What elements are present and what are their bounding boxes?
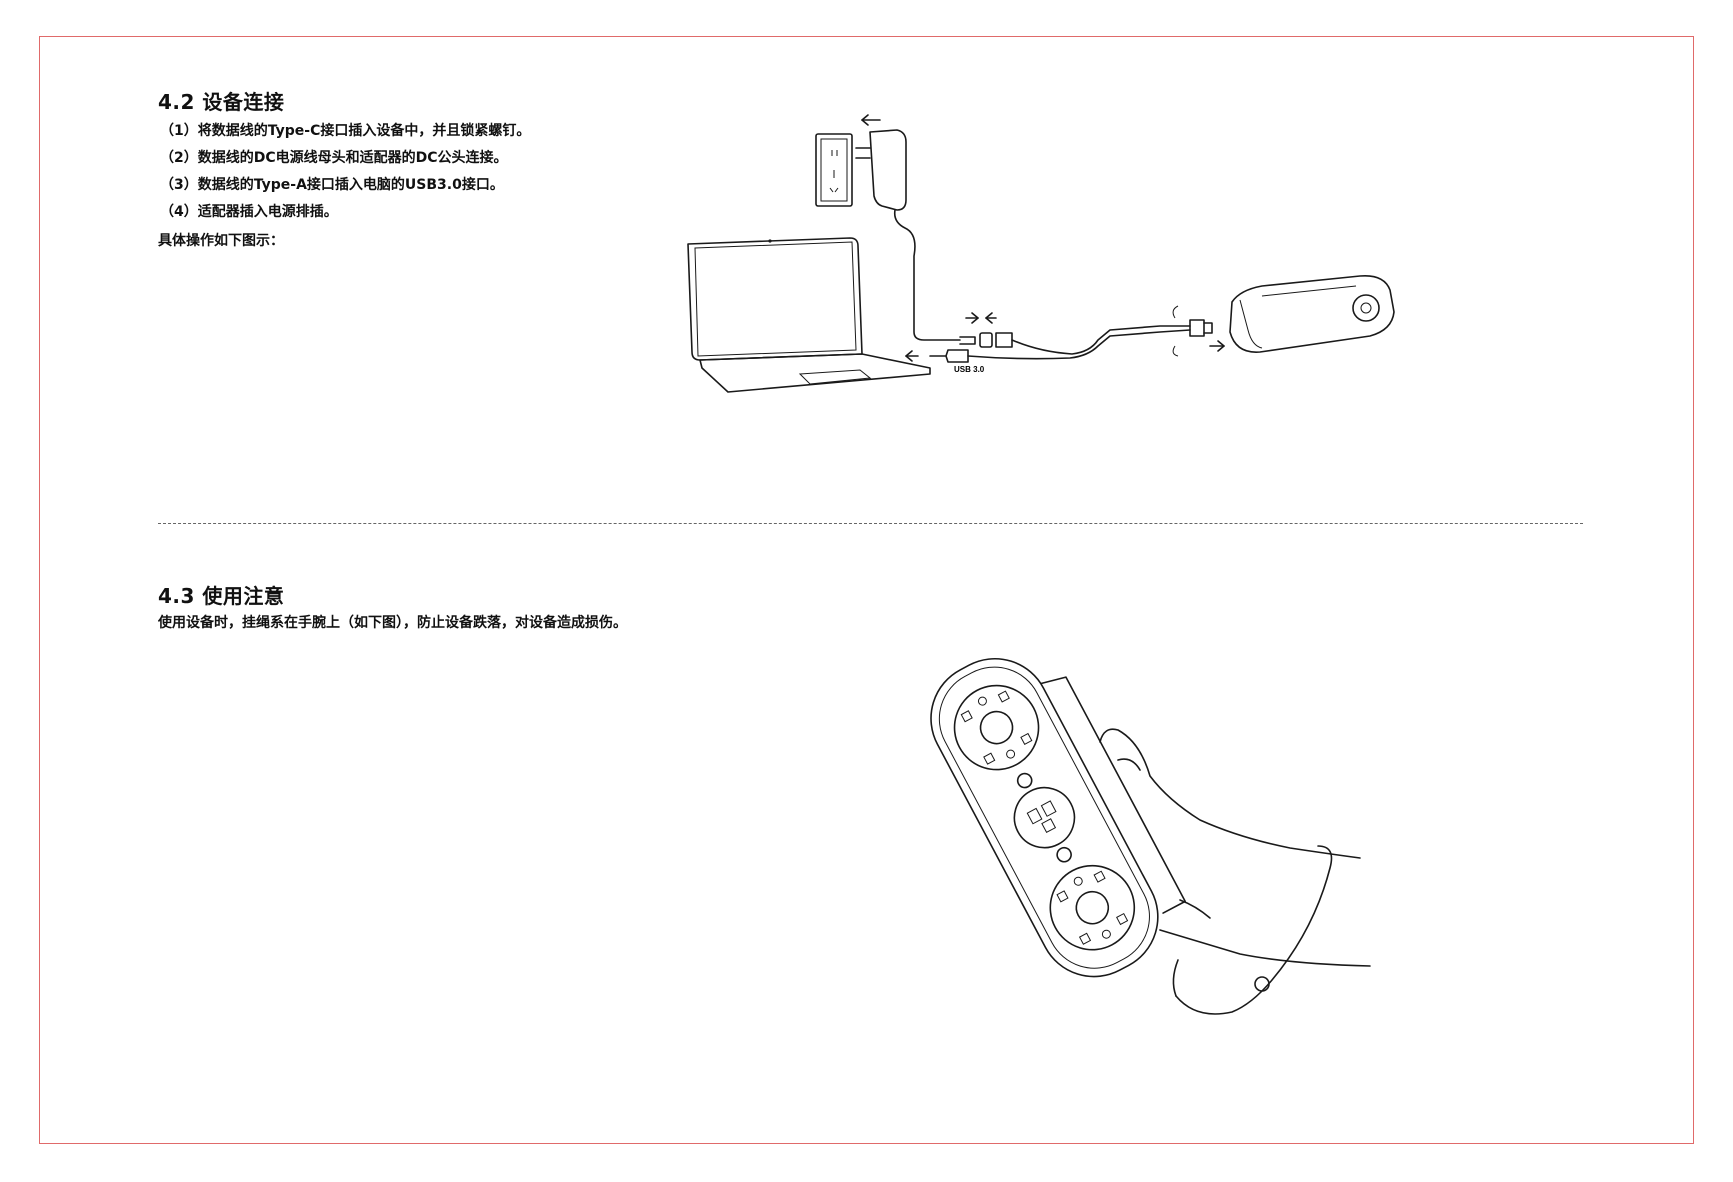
step-2: （2）数据线的DC电源线母头和适配器的DC公头连接。 [160,150,508,166]
section-4-3-title: 4.3 使用注意 [158,584,285,608]
usb-label: USB 3.0 [954,365,985,374]
usage-note-text: 使用设备时，挂绳系在手腕上（如下图），防止设备跌落，对设备造成损伤。 [158,615,627,631]
page-border [39,36,1694,1144]
section-4-2-title: 4.2 设备连接 [158,90,285,114]
step-3: （3）数据线的Type-A接口插入电脑的USB3.0接口。 [160,177,504,193]
step-1: （1）将数据线的Type-C接口插入设备中，并且锁紧螺钉。 [160,123,531,139]
figure-intro-text: 具体操作如下图示： [158,233,284,249]
connection-diagram: USB 3.0 [687,114,1395,393]
section-divider [158,523,1583,524]
connection-steps-list: （1）将数据线的Type-C接口插入设备中，并且锁紧螺钉。 （2）数据线的DC电… [160,118,530,226]
step-4: （4）适配器插入电源排插。 [160,204,338,220]
